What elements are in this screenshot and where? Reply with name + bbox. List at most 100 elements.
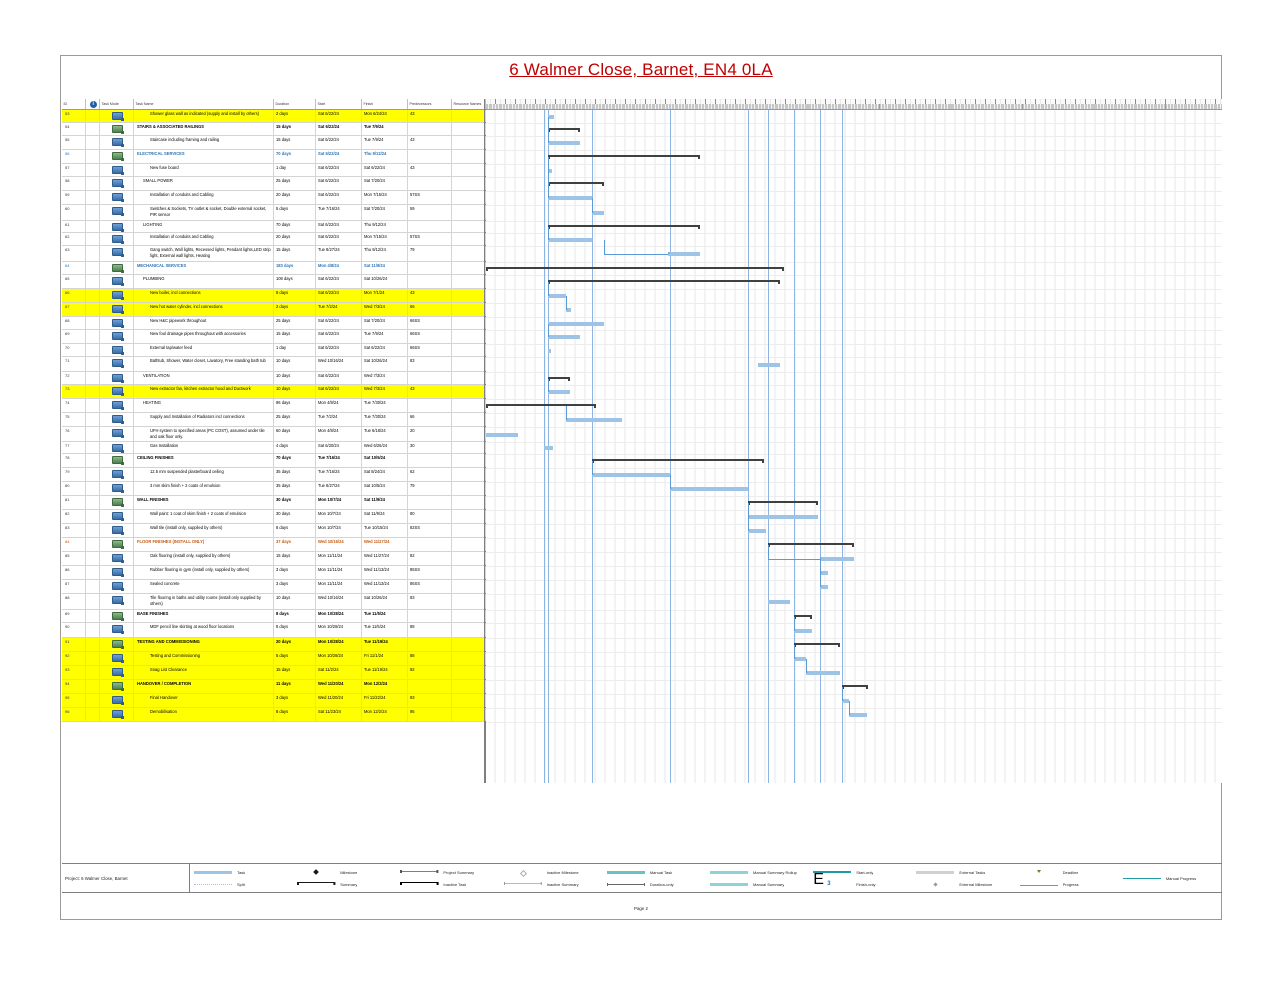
cell-task-mode[interactable] — [100, 357, 134, 371]
cell-task-mode[interactable] — [100, 666, 134, 679]
cell-task-mode[interactable] — [100, 289, 134, 302]
gantt-task-bar[interactable] — [794, 657, 806, 661]
cell-task-mode[interactable] — [100, 205, 134, 220]
gantt-summary-bar[interactable] — [768, 543, 854, 547]
cell-task-mode[interactable] — [100, 275, 134, 288]
cell-task-mode[interactable] — [100, 652, 134, 665]
cell-task-mode[interactable] — [100, 303, 134, 316]
gantt-task-bar[interactable] — [794, 629, 812, 633]
cell-task-mode[interactable] — [100, 110, 134, 122]
gantt-task-bar[interactable] — [849, 713, 867, 717]
gantt-summary-bar[interactable] — [548, 182, 604, 186]
gantt-task-bar[interactable] — [820, 585, 828, 589]
cell-task-mode[interactable] — [100, 510, 134, 523]
gantt-summary-bar[interactable] — [486, 404, 596, 408]
gantt-task-bar[interactable] — [768, 600, 790, 604]
cell-task-mode[interactable] — [100, 164, 134, 176]
gantt-task-bar[interactable] — [548, 196, 592, 200]
gantt-task-bar[interactable] — [668, 252, 700, 256]
cell-task-mode[interactable] — [100, 330, 134, 343]
gantt-task-bar[interactable] — [548, 335, 580, 339]
gantt-summary-bar[interactable] — [548, 225, 700, 229]
cell-task-mode[interactable] — [100, 594, 134, 609]
cell-task-mode[interactable] — [100, 233, 134, 245]
gantt-task-bar[interactable] — [566, 308, 571, 312]
gantt-task-bar[interactable] — [486, 433, 518, 437]
gantt-summary-bar[interactable] — [548, 155, 700, 159]
cell-task-mode[interactable] — [100, 385, 134, 398]
gantt-task-bar[interactable] — [548, 238, 592, 242]
gantt-task-bar[interactable] — [842, 699, 849, 703]
cell-task-mode[interactable] — [100, 580, 134, 593]
gantt-task-bar[interactable] — [548, 169, 552, 173]
cell-task-mode[interactable] — [100, 454, 134, 467]
cell-task-mode[interactable] — [100, 482, 134, 495]
cell-task-mode[interactable] — [100, 566, 134, 579]
cell-task-mode[interactable] — [100, 191, 134, 204]
gantt-task-bar[interactable] — [548, 294, 566, 298]
cell-task-mode[interactable] — [100, 538, 134, 551]
cell-task-mode[interactable] — [100, 123, 134, 135]
gantt-task-bar[interactable] — [544, 446, 553, 450]
gantt-summary-bar[interactable] — [592, 459, 764, 463]
cell-task-mode[interactable] — [100, 413, 134, 426]
cell-task-mode[interactable] — [100, 427, 134, 441]
cell-task-mode[interactable] — [100, 708, 134, 721]
cell-task-mode[interactable] — [100, 262, 134, 274]
cell-task-mode[interactable] — [100, 680, 134, 693]
cell-task-mode[interactable] — [100, 136, 134, 149]
gantt-task-bar[interactable] — [748, 515, 818, 519]
gantt-summary-bar[interactable] — [794, 615, 812, 619]
cell-task-mode[interactable] — [100, 496, 134, 509]
gantt-summary-bar[interactable] — [548, 128, 580, 132]
gantt-task-bar[interactable] — [592, 473, 670, 477]
cell-task-mode[interactable] — [100, 246, 134, 261]
gantt-task-bar[interactable] — [548, 390, 570, 394]
cell-task-mode[interactable] — [100, 399, 134, 412]
cell-task-mode[interactable] — [100, 552, 134, 565]
cell-task-mode[interactable] — [100, 610, 134, 622]
gantt-task-bar[interactable] — [748, 529, 766, 533]
cell-task-mode[interactable] — [100, 694, 134, 707]
gantt-task-bar[interactable] — [566, 418, 622, 422]
gantt-summary-bar[interactable] — [794, 643, 840, 647]
gantt-task-bar[interactable] — [820, 557, 854, 561]
gantt-summary-bar[interactable] — [486, 267, 784, 271]
cell-task-mode[interactable] — [100, 344, 134, 356]
gantt-task-bar[interactable] — [548, 349, 551, 353]
gantt-task-bar[interactable] — [548, 115, 554, 119]
gantt-task-bar[interactable] — [592, 211, 604, 215]
